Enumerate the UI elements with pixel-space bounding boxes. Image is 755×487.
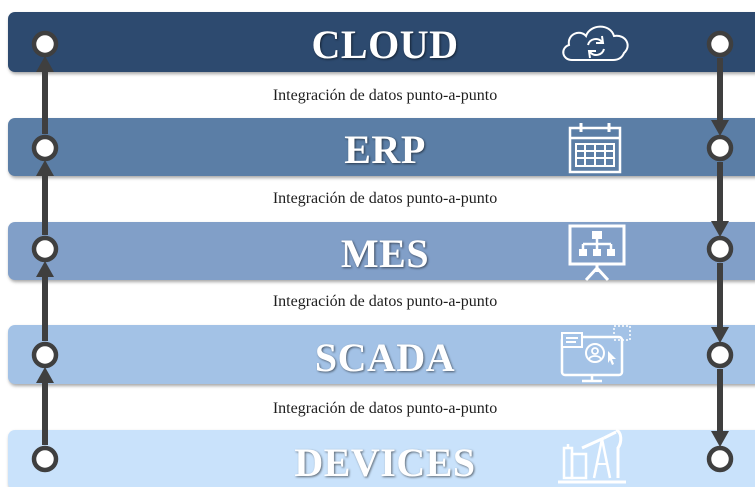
link-label-cloud-erp: Integración de datos punto-a-punto xyxy=(272,87,498,104)
link-label-scada-devices: Integración de datos punto-a-punto xyxy=(272,400,498,417)
connector-node xyxy=(706,134,734,162)
arrow-down-icon xyxy=(711,120,729,136)
layer-band-devices xyxy=(8,430,755,487)
connector-node xyxy=(706,235,734,263)
connector-node xyxy=(31,134,59,162)
layer-band-erp xyxy=(8,118,755,176)
connector-node xyxy=(706,445,734,473)
layer-band-cloud xyxy=(8,12,755,72)
connector-node xyxy=(31,235,59,263)
arrow-down-icon xyxy=(711,327,729,343)
arrow-down-icon xyxy=(711,221,729,237)
connector-node xyxy=(706,30,734,58)
arrow-up-icon xyxy=(36,367,54,383)
layer-band-mes xyxy=(8,222,755,280)
upward-connector-line xyxy=(31,30,59,473)
arrow-up-icon xyxy=(36,160,54,176)
connector-node xyxy=(31,30,59,58)
connector-node xyxy=(31,341,59,369)
downward-connector-line xyxy=(706,30,734,473)
link-label-mes-scada: Integración de datos punto-a-punto xyxy=(272,293,498,310)
connector-node xyxy=(706,341,734,369)
arrow-up-icon xyxy=(36,56,54,72)
arrow-down-icon xyxy=(711,431,729,447)
arrow-up-icon xyxy=(36,261,54,277)
connector-node xyxy=(31,445,59,473)
link-label-erp-mes: Integración de datos punto-a-punto xyxy=(272,190,498,207)
